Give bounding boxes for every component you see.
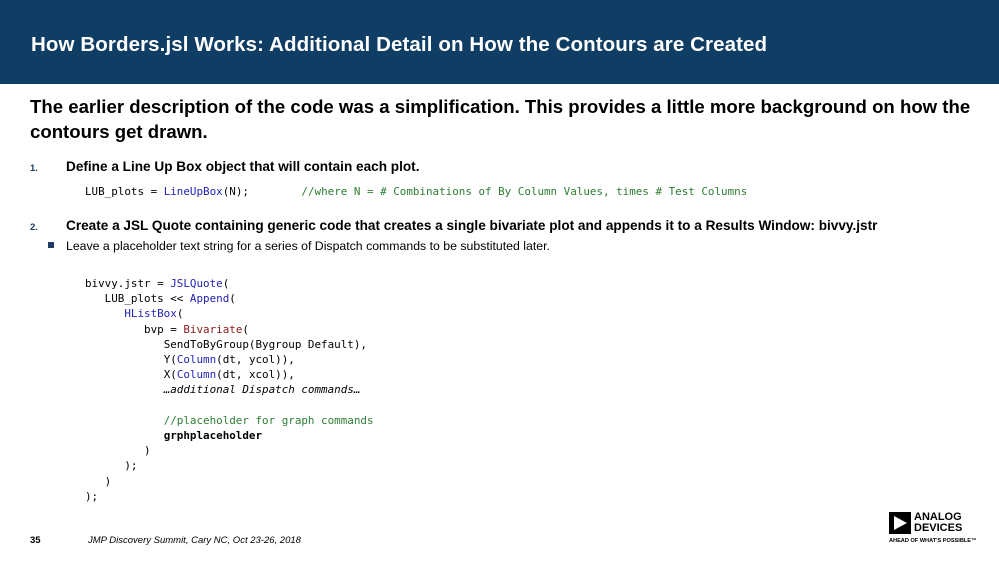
code1-args: (N);: [222, 185, 249, 198]
code-line: ): [104, 474, 112, 488]
code-line: SendToByGroup(Bygroup Default),: [163, 337, 367, 351]
step-1-number: 1.: [30, 163, 38, 174]
step-2-number: 2.: [30, 222, 38, 233]
code-line: );: [124, 459, 138, 473]
code-line: X(Column(dt, xcol)),: [163, 368, 295, 382]
analog-devices-logo: ANALOG DEVICES AHEAD OF WHAT'S POSSIBLE™: [889, 512, 979, 548]
code-line: HListBox(: [124, 307, 184, 321]
code-line: bivvy.jstr = JSLQuote(: [85, 277, 230, 290]
title-bar: How Borders.jsl Works: Additional Detail…: [0, 0, 999, 84]
slide-title: How Borders.jsl Works: Additional Detail…: [31, 33, 768, 56]
page-number: 35: [30, 535, 41, 546]
code-line: bvp = Bivariate(: [144, 322, 249, 336]
logo-tagline: AHEAD OF WHAT'S POSSIBLE™: [889, 538, 977, 544]
code-block-1: LUB_plots = LineUpBox(N); //where N = # …: [85, 184, 747, 199]
code-block-2: bivvy.jstr = JSLQuote( LUB_plots << Appe…: [85, 276, 374, 504]
code-line: ): [144, 444, 151, 458]
step-1-text: Define a Line Up Box object that will co…: [66, 159, 420, 174]
step-2-text: Create a JSL Quote containing generic co…: [66, 218, 878, 233]
code-line: LUB_plots << Append(: [104, 292, 236, 306]
footer-text: JMP Discovery Summit, Cary NC, Oct 23-26…: [88, 535, 301, 546]
code-line: );: [85, 489, 99, 503]
square-bullet-icon: [48, 242, 54, 248]
logo-triangle-icon: [889, 512, 911, 534]
step-2-sub-bullet: Leave a placeholder text string for a se…: [66, 239, 550, 253]
code-line: …additional Dispatch commands…: [163, 383, 361, 397]
code-comment: //placeholder for graph commands: [163, 413, 374, 427]
code-placeholder: grphplaceholder: [163, 429, 263, 443]
code1-var: LUB_plots =: [85, 185, 164, 198]
code-line: Y(Column(dt, ycol)),: [163, 353, 295, 367]
code1-func: LineUpBox: [163, 185, 223, 198]
logo-line-2: DEVICES: [914, 522, 963, 534]
logo-line-1: ANALOG: [914, 511, 962, 523]
code1-comment: //where N = # Combinations of By Column …: [301, 185, 748, 198]
intro-paragraph: The earlier description of the code was …: [30, 96, 971, 142]
